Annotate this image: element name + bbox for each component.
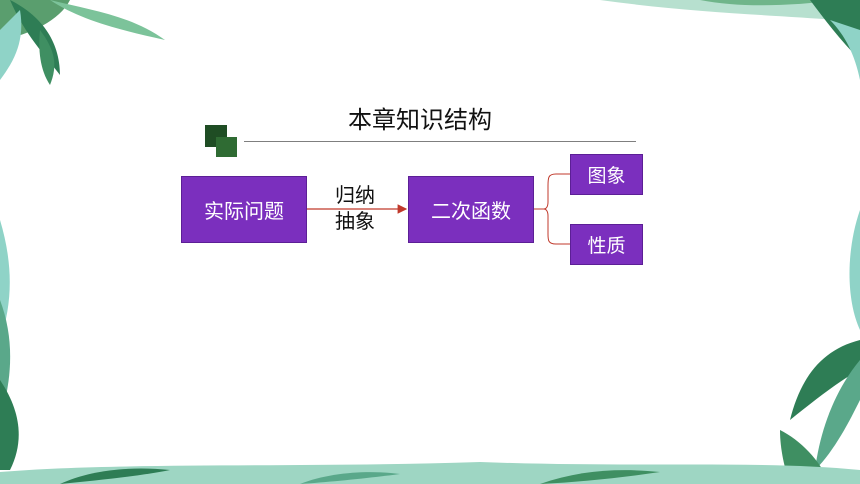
node-properties: 性质 (570, 224, 643, 265)
node-real-problem: 实际问题 (181, 176, 307, 243)
leaf-bottom-strip (0, 462, 860, 484)
title-underline (244, 141, 636, 142)
node-graph: 图象 (570, 154, 643, 195)
title-mark-front-square (216, 137, 237, 157)
arrow-label: 归纳 抽象 (330, 182, 380, 234)
node-quadratic-function-label: 二次函数 (431, 199, 511, 223)
leaf-right-side (780, 210, 860, 484)
node-properties-label: 性质 (587, 235, 626, 257)
leaf-top-right (600, 0, 860, 80)
arrow-label-line1: 归纳 (335, 183, 375, 207)
slide-title: 本章知识结构 (348, 106, 492, 134)
node-graph-label: 图象 (587, 165, 626, 187)
node-quadratic-function: 二次函数 (408, 176, 534, 243)
leaf-left-side (0, 220, 19, 470)
arrow-label-line2: 抽象 (335, 209, 375, 233)
leaf-top-left (0, 0, 165, 85)
node-real-problem-label: 实际问题 (204, 199, 284, 223)
